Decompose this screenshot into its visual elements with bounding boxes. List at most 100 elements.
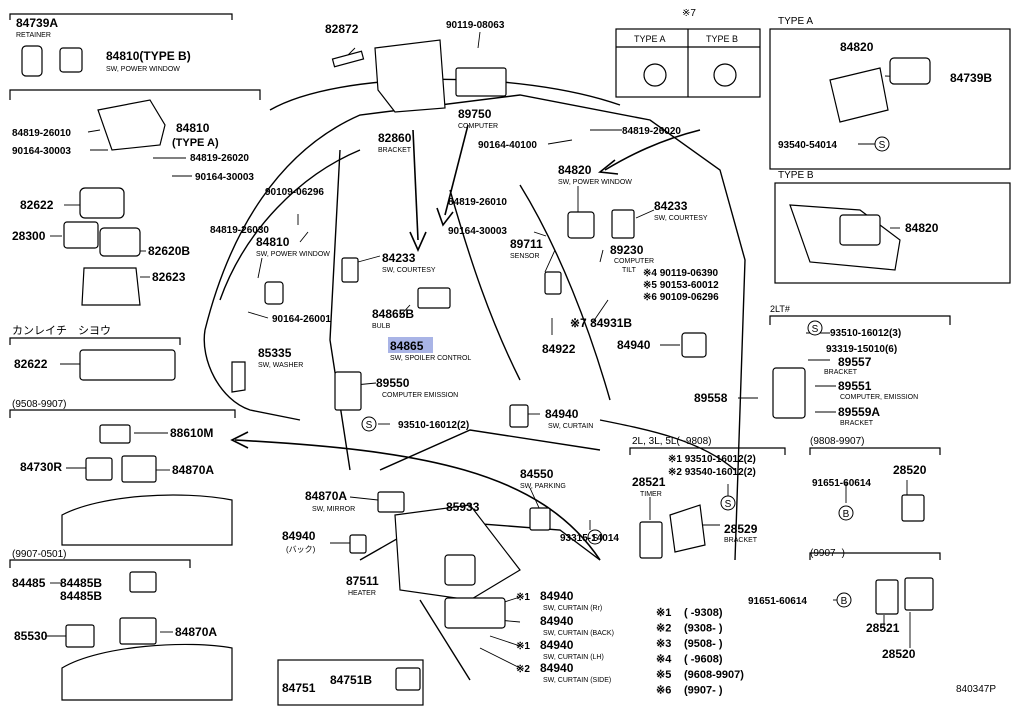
part-89550[interactable]: 89550: [376, 376, 410, 390]
part-84810-c[interactable]: 84810: [256, 235, 290, 249]
part-sketches: [21, 39, 934, 701]
part-84810-type-a[interactable]: 84810: [176, 121, 210, 135]
part-89230[interactable]: 89230: [610, 243, 644, 257]
part-84550[interactable]: 84550: [520, 467, 554, 481]
group-frames: [9, 13, 1011, 706]
part-89711[interactable]: 89711: [510, 237, 543, 251]
part-84865b[interactable]: 84865B: [372, 307, 414, 321]
part-84751[interactable]: 84751: [282, 681, 316, 695]
switch-84940b-shape: [681, 332, 707, 358]
part-85530[interactable]: 85530: [14, 629, 48, 643]
part-84485b-b[interactable]: 84485B: [60, 589, 102, 603]
part-85933[interactable]: 85933: [446, 500, 480, 514]
part-93510-16012-c[interactable]: ※1 93510-16012(2): [668, 454, 756, 465]
part-28521-b[interactable]: 28521: [866, 621, 900, 635]
part-89559a-desc: BRACKET: [840, 420, 874, 427]
part-84819-26030[interactable]: 84819-26030: [210, 225, 269, 236]
part-87511[interactable]: 87511: [346, 574, 379, 588]
switch-84940c-shape: [349, 534, 367, 554]
part-28529-desc: BRACKET: [724, 537, 758, 544]
part-84739b[interactable]: 84739B: [950, 71, 992, 85]
part-84485[interactable]: 84485: [12, 576, 46, 590]
part-84940-g[interactable]: 84940: [540, 661, 574, 675]
timer-28521-shape: [639, 521, 663, 559]
part-84820-b[interactable]: 84820: [840, 40, 874, 54]
part-90109-06296-b[interactable]: ※6 90109-06296: [643, 292, 719, 303]
note7-mark: ※7: [682, 8, 696, 19]
part-84870a[interactable]: 84870A: [172, 463, 214, 477]
part-28520-a[interactable]: 28520: [893, 463, 927, 477]
part-84820-c[interactable]: 84820: [905, 221, 939, 235]
part-90153-60012[interactable]: ※5 90153-60012: [643, 280, 719, 291]
part-28521-a[interactable]: 28521: [632, 475, 666, 489]
part-84819-26020[interactable]: 84819-26020: [190, 153, 249, 164]
part-90119-08063[interactable]: 90119-08063: [446, 20, 505, 31]
part-84931b[interactable]: ※7 84931B: [570, 316, 632, 330]
part-89551[interactable]: 89551: [838, 379, 872, 393]
type-b-title: TYPE B: [778, 170, 814, 181]
bracket-82860-shape: [374, 39, 446, 113]
part-91651-60614-b[interactable]: 91651-60614: [748, 596, 807, 607]
bracket-28529-shape: [669, 504, 706, 553]
part-82623[interactable]: 82623: [152, 270, 186, 284]
part-85335[interactable]: 85335: [258, 346, 292, 360]
part-84819-26010[interactable]: 84819-26010: [12, 128, 71, 139]
part-84730r[interactable]: 84730R: [20, 460, 62, 474]
part-84870a-mirror[interactable]: 84870A: [305, 489, 347, 503]
part-93540-54014[interactable]: 93540-54014: [778, 140, 837, 151]
part-89750[interactable]: 89750: [458, 107, 492, 121]
part-84739a[interactable]: 84739A: [16, 16, 58, 30]
part-84233-b[interactable]: 84233: [654, 199, 688, 213]
part-82622-b[interactable]: 82622: [14, 357, 48, 371]
part-90164-30003-b[interactable]: 90164-30003: [195, 172, 254, 183]
part-84819-26010-b[interactable]: 84819-26010: [448, 197, 507, 208]
part-93540-16012[interactable]: ※2 93540-16012(2): [668, 467, 756, 478]
part-84940-c-desc: (バック): [286, 545, 316, 554]
part-84940-c[interactable]: 84940: [282, 529, 316, 543]
part-82860[interactable]: 82860: [378, 131, 412, 145]
part-84233-a[interactable]: 84233: [382, 251, 416, 265]
part-84940-a[interactable]: 84940: [545, 407, 579, 421]
part-84819-26020-b[interactable]: 84819-26020: [622, 126, 681, 137]
part-82872[interactable]: 82872: [325, 22, 359, 36]
part-28520-b[interactable]: 28520: [882, 647, 916, 661]
part-89557[interactable]: 89557: [838, 355, 872, 369]
part-28300[interactable]: 28300: [12, 229, 46, 243]
part-90109-06296[interactable]: 90109-06296: [265, 187, 324, 198]
part-82620b[interactable]: 82620B: [148, 244, 190, 258]
s-symbol: S: [592, 533, 599, 544]
part-84485b-a[interactable]: 84485B: [60, 576, 102, 590]
fastener-letters: S S S S S B B: [366, 140, 886, 607]
part-84233-a-desc: SW, COURTESY: [382, 267, 436, 274]
switch-84865-shape: [417, 287, 451, 309]
note7-col-b: TYPE B: [706, 34, 738, 44]
switch-88610m-shape: [99, 424, 131, 444]
part-84940-d[interactable]: 84940: [540, 589, 574, 603]
part-93510-16012-b[interactable]: 93510-16012(3): [830, 328, 901, 339]
part-91651-60614-a[interactable]: 91651-60614: [812, 478, 871, 489]
part-90164-26001[interactable]: 90164-26001: [272, 314, 331, 325]
part-84865[interactable]: 84865: [390, 339, 424, 353]
part-93510-16012[interactable]: 93510-16012(2): [398, 420, 469, 431]
part-90164-30003-c[interactable]: 90164-30003: [448, 226, 507, 237]
part-84940-b[interactable]: 84940: [617, 338, 651, 352]
part-84751b[interactable]: 84751B: [330, 673, 372, 687]
part-84922[interactable]: 84922: [542, 342, 576, 356]
part-28529[interactable]: 28529: [724, 522, 758, 536]
part-84940-e[interactable]: 84940: [540, 614, 574, 628]
part-84870a-c[interactable]: 84870A: [175, 625, 217, 639]
block-28521b-shape: [875, 579, 899, 615]
part-84810-type-b[interactable]: 84810(TYPE B): [106, 49, 191, 63]
part-82622[interactable]: 82622: [20, 198, 54, 212]
part-90164-30003[interactable]: 90164-30003: [12, 146, 71, 157]
part-90119-06390[interactable]: ※4 90119-06390: [643, 268, 719, 279]
part-90164-40100[interactable]: 90164-40100: [478, 140, 537, 151]
part-88610m[interactable]: 88610M: [170, 426, 213, 440]
part-93315-14014[interactable]: 93315-14014: [560, 533, 619, 544]
part-84820-a[interactable]: 84820: [558, 163, 592, 177]
part-84940-f[interactable]: 84940: [540, 638, 574, 652]
highlight-84865: [388, 337, 433, 353]
part-93319-15010[interactable]: 93319-15010(6): [826, 344, 897, 355]
part-89558[interactable]: 89558: [694, 391, 728, 405]
part-89559a[interactable]: 89559A: [838, 405, 880, 419]
